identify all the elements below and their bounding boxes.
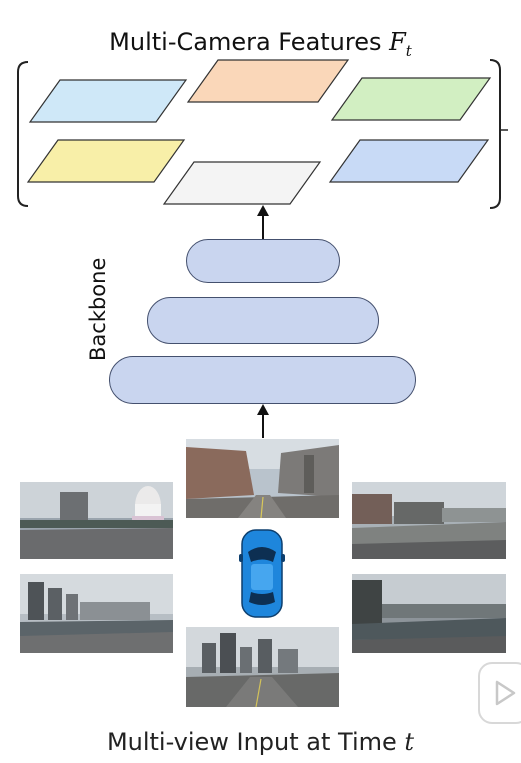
title-text: Multi-Camera Features — [109, 28, 390, 56]
up-arrow-icon — [257, 404, 269, 438]
caption-text: Multi-view Input at Time — [106, 728, 405, 756]
play-button[interactable] — [478, 662, 521, 724]
left-bracket — [17, 61, 29, 207]
backbone-label: Backbone — [86, 257, 110, 361]
feature-map-3 — [330, 77, 492, 121]
feature-map-2 — [186, 59, 350, 103]
camera-image-front — [186, 439, 339, 518]
camera-image-back — [186, 627, 339, 707]
play-icon — [495, 680, 516, 706]
title-variable: F — [389, 28, 406, 56]
feature-map-5 — [162, 161, 322, 205]
diagram-caption: Multi-view Input at Time t — [0, 728, 521, 756]
title-subscript: t — [405, 41, 412, 60]
camera-image-front-left — [20, 482, 173, 559]
backbone-block-bottom — [109, 356, 416, 404]
camera-image-front-right — [352, 482, 506, 559]
diagram-title: Multi-Camera Features Ft — [0, 28, 521, 60]
camera-image-back-right — [352, 574, 506, 653]
car-icon — [239, 529, 285, 618]
camera-image-back-left — [20, 574, 173, 653]
up-arrow-icon — [257, 205, 269, 240]
feature-map-1 — [28, 79, 188, 123]
backbone-block-middle — [147, 297, 379, 344]
backbone-block-top — [186, 239, 340, 283]
caption-variable: t — [404, 728, 415, 756]
right-bracket — [489, 59, 501, 209]
feature-map-6 — [328, 139, 490, 183]
feature-map-4 — [26, 139, 186, 183]
